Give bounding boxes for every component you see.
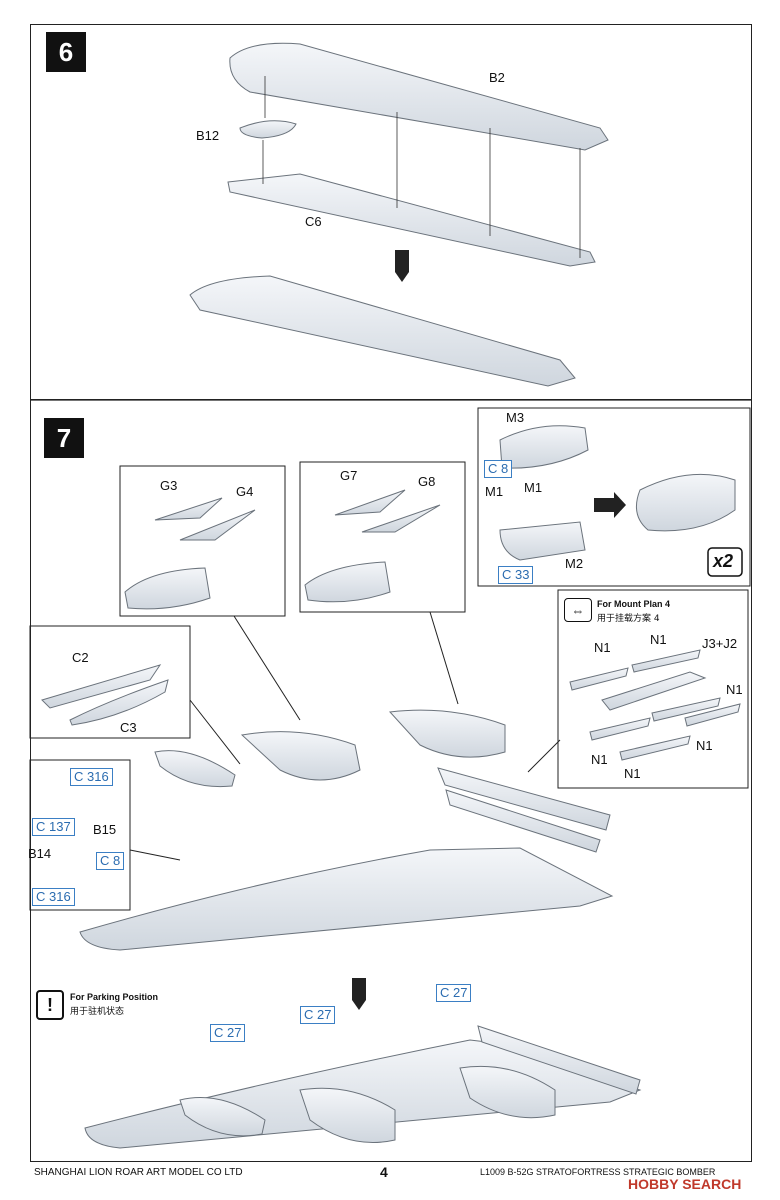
down-arrow-step6 [395, 250, 409, 282]
wing-lower-c6 [227, 173, 596, 267]
quantity-badge: x2 [713, 551, 734, 571]
wing-upper-b2 [229, 42, 609, 151]
step6-panel [30, 24, 752, 400]
label-b15: B15 [93, 822, 117, 837]
right-arrow-pods [594, 492, 626, 518]
watermark-logo: HOBBY SEARCH [628, 1176, 742, 1192]
wing-assembled [189, 275, 576, 387]
label-c3: C3 [120, 720, 137, 735]
callout-c8-top: C 8 [484, 460, 513, 478]
callout-c316-b: C 316 [32, 888, 75, 906]
step7-number: 7 [44, 418, 84, 458]
label-b12: B12 [196, 128, 220, 143]
callout-c27-c: C 27 [436, 984, 472, 1002]
mount-plan-note: ⇔ For Mount Plan 4 用于挂载方案 4 [564, 598, 744, 628]
label-b2: B2 [489, 70, 505, 85]
label-n1-d: N1 [591, 752, 608, 767]
step6-number: 6 [46, 32, 86, 72]
label-g3: G3 [160, 478, 178, 493]
footer-product: L1009 B-52G STRATOFORTRESS STRATEGIC BOM… [480, 1167, 716, 1177]
callout-c316-a: C 316 [70, 768, 113, 786]
label-m2: M2 [565, 556, 584, 571]
parking-title: For Parking Position [70, 992, 159, 1002]
mount-plan-title: For Mount Plan 4 [597, 599, 670, 609]
label-m1-b: M1 [524, 480, 543, 495]
footer-page-number: 4 [380, 1164, 388, 1180]
callout-c137: C 137 [32, 818, 75, 836]
callout-c27-a: C 27 [210, 1024, 246, 1042]
label-n1-c: N1 [726, 682, 743, 697]
callout-c33: C 33 [498, 566, 534, 584]
label-g4: G4 [236, 484, 254, 499]
step7-panel [30, 400, 752, 1162]
wing-step7 [79, 847, 614, 951]
swap-arrows-icon: ⇔ [564, 598, 592, 622]
label-n1-f: N1 [696, 738, 713, 753]
parking-note: ! For Parking Position 用于驻机状态 [36, 990, 206, 1020]
label-c2: C2 [72, 650, 89, 665]
warning-icon: ! [36, 990, 64, 1020]
label-b14: B14 [28, 846, 52, 861]
label-m3: M3 [506, 410, 525, 425]
mount-plan-subtitle: 用于挂载方案 4 [597, 614, 660, 624]
callout-c8-gear: C 8 [96, 852, 125, 870]
label-n1-b: N1 [650, 632, 667, 647]
label-g7: G7 [340, 468, 358, 483]
label-g8: G8 [418, 474, 436, 489]
callout-c27-b: C 27 [300, 1006, 336, 1024]
parking-subtitle: 用于驻机状态 [70, 1007, 125, 1017]
footer-company: SHANGHAI LION ROAR ART MODEL CO LTD [34, 1167, 243, 1178]
part-b12 [239, 120, 297, 139]
label-n1-a: N1 [594, 640, 611, 655]
label-c6: C6 [305, 214, 322, 229]
label-j3-j2: J3+J2 [702, 636, 738, 651]
label-n1-e: N1 [624, 766, 641, 781]
down-arrow-step7 [352, 978, 366, 1010]
label-m1-a: M1 [485, 484, 504, 499]
